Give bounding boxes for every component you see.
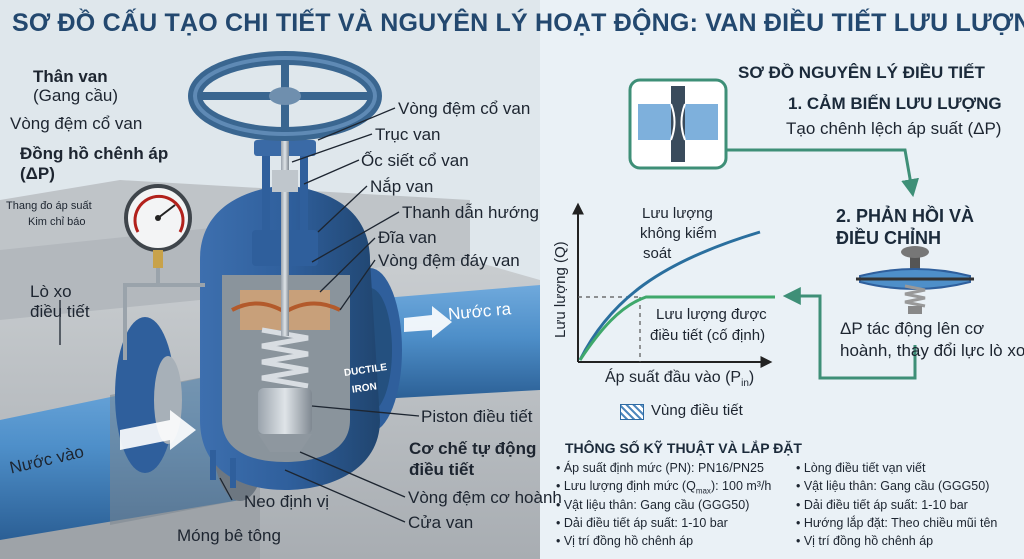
callout-cua-van: Cửa van	[408, 513, 474, 532]
spec-left-5: • Vị trí đồng hồ chênh áp	[556, 534, 694, 548]
label-mong-be-tong: Móng bê tông	[177, 526, 281, 545]
spec-left-4: • Dải điều tiết áp suất: 1-10 bar	[556, 516, 728, 530]
spec-right-1: • Lòng điều tiết vạn viết	[796, 461, 926, 475]
callout-piston: Piston điều tiết	[421, 407, 533, 426]
flow-arrows	[120, 306, 452, 450]
callout-dia-van: Đĩa van	[378, 228, 437, 247]
series-uncontrolled-label-2: không kiểm	[640, 225, 717, 242]
step2-title-line2: ĐIỀU CHỈNH	[836, 228, 942, 248]
callout-co-che-line2: điều tiết	[409, 460, 475, 479]
regulating-spring	[261, 327, 309, 389]
anchor-bolts	[210, 450, 236, 488]
spec-left-1: • Áp suất định mức (PN): PN16/PN25	[556, 461, 764, 475]
dp-description-line2: hoành, thay đổi lực lò xo	[840, 341, 1024, 360]
label-dong-ho-line2: (ΔP)	[20, 164, 55, 183]
chart-x-axis-label: Áp suất đầu vào (Pin)	[605, 369, 755, 390]
series-regulated-label-2: điều tiết (cố định)	[650, 327, 766, 344]
chart-y-axis-label: Lưu lượng (Q)	[552, 241, 569, 338]
callout-co-che-line1: Cơ chế tự động	[409, 439, 537, 458]
callout-vong-dem-co-hoanh: Vòng đệm cơ hoành	[408, 488, 562, 507]
pressure-gauge	[123, 184, 205, 360]
spec-right-4: • Hướng lắp đặt: Theo chiều mũi tên	[796, 516, 998, 530]
spec-left-3: • Vật liệu thân: Gang cầu (GGG50)	[556, 498, 750, 512]
step1-title: 1. CẢM BIẾN LƯU LƯỢNG	[788, 94, 1002, 113]
series-uncontrolled-line	[578, 230, 761, 361]
feedback-arrow	[782, 287, 917, 380]
callout-nap-van: Nắp van	[370, 177, 434, 196]
legend-label: Vùng điều tiết	[651, 402, 743, 419]
callout-vong-dem-day-van: Vòng đệm đáy van	[378, 251, 520, 270]
callout-truc-van: Trục van	[375, 125, 441, 144]
label-lo-xo-line1: Lò xo	[30, 282, 72, 301]
callout-vong-dem-co-van: Vòng đệm cổ van	[398, 99, 531, 118]
diagram-title: SƠ ĐỒ CẤU TẠO CHI TIẾT VÀ NGUYÊN LÝ HOẠT…	[12, 9, 1024, 37]
dp-description-line1: ΔP tác động lên cơ	[840, 319, 985, 338]
series-regulated-label-1: Lưu lượng được	[656, 306, 767, 323]
spec-right-2: • Vật liệu thân: Gang cầu (GGG50)	[796, 479, 990, 493]
spec-left-2: • Lưu lượng định mức (Qmax): 100 m³/h	[556, 479, 772, 496]
legend-swatch	[620, 404, 644, 420]
spec-qmax-sub: max	[695, 486, 711, 496]
label-kim-chi-bao: Kim chỉ báo	[28, 216, 86, 228]
series-uncontrolled-label-3: soát	[643, 245, 672, 262]
step1-arrow	[726, 148, 920, 198]
bonnet	[252, 96, 318, 336]
piston	[258, 388, 312, 452]
spec-right-5: • Vị trí đồng hồ chênh áp	[796, 534, 934, 548]
handwheel	[188, 51, 382, 141]
label-thang-do: Thang đo áp suất	[6, 200, 92, 212]
specs-heading: THÔNG SỐ KỸ THUẬT VÀ LẮP ĐẶT	[565, 440, 802, 456]
callout-oc-siet-co-van: Ốc siết cổ van	[361, 151, 469, 170]
callout-leaders	[59, 107, 420, 523]
label-vong-dem-co-van-left: Vòng đệm cổ van	[10, 114, 143, 133]
step1-description: Tạo chênh lệch áp suất (ΔP)	[786, 119, 1002, 138]
spec-right-3: • Dải điều tiết áp suất: 1-10 bar	[796, 498, 968, 512]
flow-sensor-icon	[628, 78, 728, 170]
label-neo-dinh-vi: Neo định vị	[244, 492, 330, 511]
step2-title-line1: 2. PHẢN HỒI VÀ	[836, 206, 975, 226]
principle-heading: SƠ ĐỒ NGUYÊN LÝ ĐIỀU TIẾT	[738, 63, 985, 82]
chart-x-axis-sub: in	[741, 378, 749, 390]
diaphragm-icon	[856, 246, 974, 314]
label-than-van: Thân van	[33, 67, 108, 86]
series-uncontrolled-label-1: Lưu lượng	[642, 205, 713, 222]
label-than-van-sub: (Gang cầu)	[33, 86, 119, 105]
series-regulated-line	[578, 295, 775, 361]
chart-series-group	[578, 230, 775, 361]
label-lo-xo-line2: điều tiết	[30, 302, 90, 321]
callout-thanh-dan-huong: Thanh dẫn hướng	[402, 203, 539, 222]
label-dong-ho-line1: Đồng hồ chênh áp	[20, 144, 169, 163]
